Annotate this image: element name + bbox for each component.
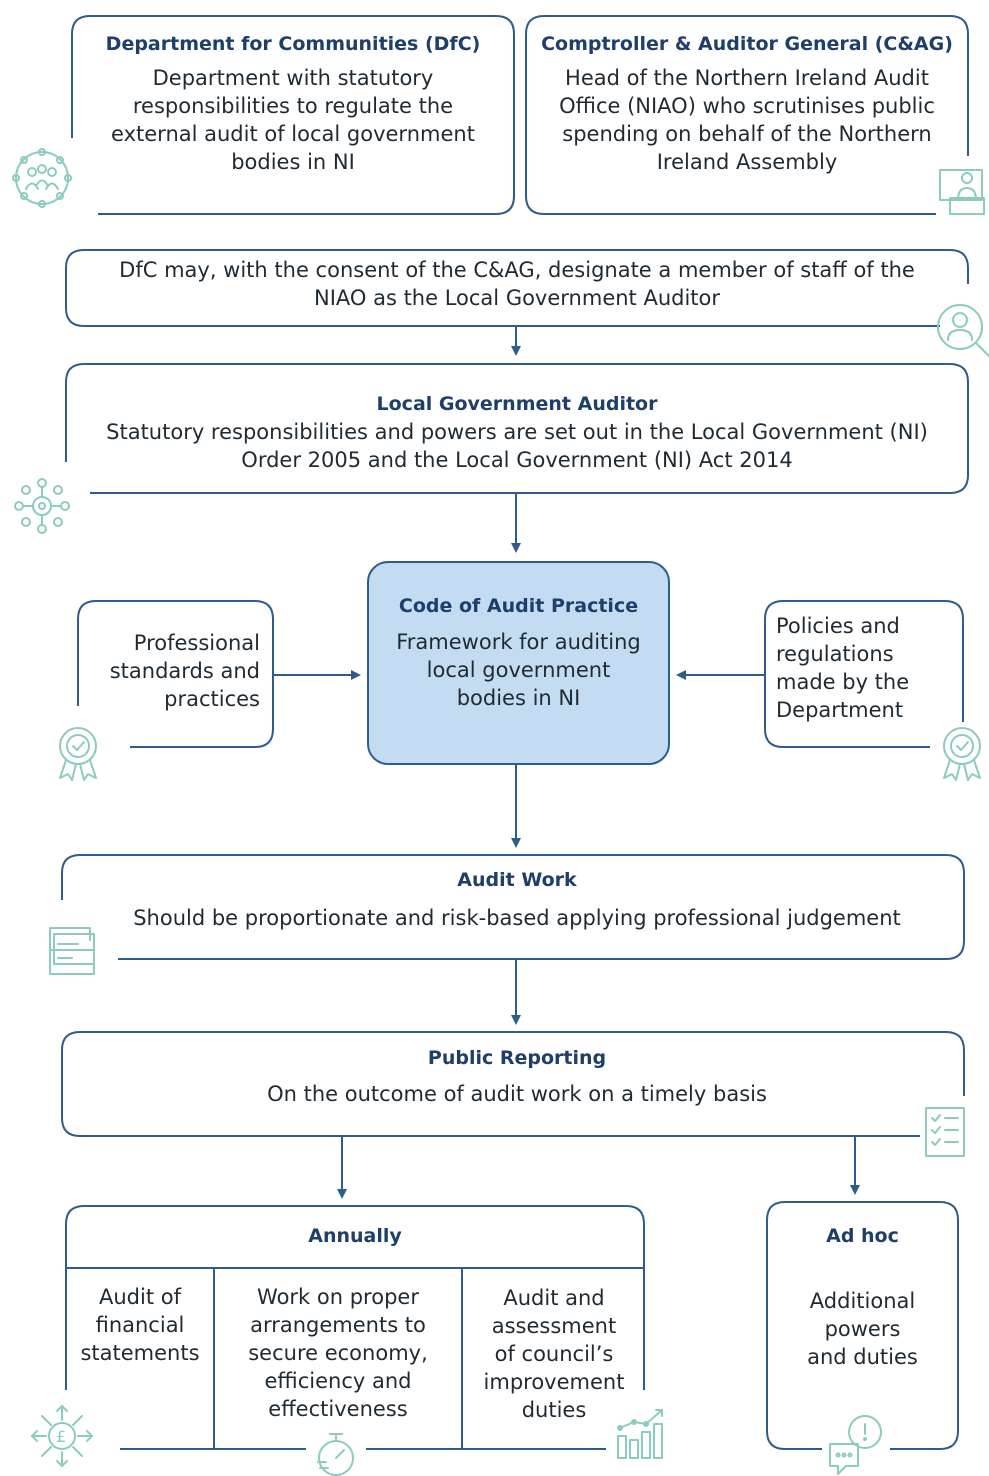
svg-text:£: £ bbox=[56, 1427, 66, 1446]
public-reporting-title: Public Reporting bbox=[427, 1047, 607, 1069]
award-ribbon-icon bbox=[943, 727, 981, 781]
dfc-line: Department with statutory bbox=[152, 66, 434, 90]
lga-title: Local Government Auditor bbox=[376, 393, 658, 415]
annually-col-line: improvement bbox=[483, 1370, 625, 1394]
annually-col-line: efficiency and bbox=[264, 1369, 412, 1393]
public-reporting-description: On the outcome of audit work on a timely… bbox=[267, 1082, 767, 1106]
cag-box: Comptroller & Auditor General (C&AG) Hea… bbox=[527, 30, 967, 176]
annually-title-box: Annually bbox=[68, 1222, 642, 1250]
annually-col-line: statements bbox=[80, 1341, 200, 1365]
dfc-title: Department for Communities (DfC) bbox=[105, 33, 481, 55]
annually-col-improvement: Audit and assessment of council’s improv… bbox=[464, 1284, 644, 1424]
policies-box: Policies and regulations made by the Dep… bbox=[776, 612, 956, 724]
annually-col-line: Audit and bbox=[503, 1286, 605, 1310]
annually-col-line: financial bbox=[95, 1313, 185, 1337]
standards-line: practices bbox=[164, 687, 260, 711]
code-description: Framework for auditing local government … bbox=[370, 628, 667, 712]
cag-description: Head of the Northern Ireland Audit Offic… bbox=[527, 64, 967, 176]
policies-line: Policies and bbox=[776, 614, 900, 638]
audit-work-description: Should be proportionate and risk-based a… bbox=[133, 906, 901, 930]
policies-line: regulations bbox=[776, 642, 894, 666]
code-box bbox=[367, 561, 670, 765]
annually-col-line: assessment bbox=[491, 1314, 617, 1338]
presenter-icon bbox=[939, 169, 985, 215]
adhoc-description: Additional powers and duties bbox=[769, 1287, 956, 1371]
lga-line: Statutory responsibilities and powers ar… bbox=[106, 420, 928, 444]
cag-title: Comptroller & Auditor General (C&AG) bbox=[541, 33, 953, 55]
annually-col-line: secure economy, bbox=[248, 1341, 428, 1365]
policies-line: made by the bbox=[776, 670, 910, 694]
adhoc-line: Additional bbox=[809, 1289, 916, 1313]
lga-description: Statutory responsibilities and powers ar… bbox=[72, 418, 962, 474]
folder-documents-icon bbox=[49, 927, 95, 975]
cag-line: Office (NIAO) who scrutinises public bbox=[559, 94, 935, 118]
code-content: Code of Audit Practice Framework for aud… bbox=[370, 592, 667, 712]
annually-col-line: effectiveness bbox=[268, 1397, 408, 1421]
annually-col-line: of council’s bbox=[494, 1342, 614, 1366]
dfc-line: external audit of local government bbox=[111, 122, 475, 146]
network-eye-icon bbox=[14, 478, 70, 534]
chat-alert-icon bbox=[829, 1415, 882, 1475]
annually-col-line: Work on proper bbox=[257, 1285, 419, 1309]
adhoc-box: Ad hoc Additional powers and duties bbox=[769, 1222, 956, 1371]
dfc-line: responsibilities to regulate the bbox=[132, 94, 454, 118]
code-line: bodies in NI bbox=[456, 686, 581, 710]
designation-line: NIAO as the Local Government Auditor bbox=[313, 286, 721, 310]
growth-chart-icon bbox=[617, 1409, 663, 1459]
public-reporting-box: Public Reporting On the outcome of audit… bbox=[72, 1044, 962, 1108]
people-network-icon bbox=[12, 148, 72, 208]
audit-work-title: Audit Work bbox=[457, 869, 577, 891]
dfc-line: bodies in NI bbox=[231, 150, 355, 174]
cag-line: Ireland Assembly bbox=[656, 150, 838, 174]
stopwatch-icon bbox=[317, 1433, 354, 1476]
lga-box: Local Government Auditor Statutory respo… bbox=[72, 390, 962, 474]
annually-title: Annually bbox=[308, 1225, 402, 1247]
designation-line: DfC may, with the consent of the C&AG, d… bbox=[119, 258, 915, 282]
award-ribbon-icon bbox=[59, 727, 97, 781]
lga-line: Order 2005 and the Local Government (NI)… bbox=[241, 448, 793, 472]
dfc-box: Department for Communities (DfC) Departm… bbox=[80, 30, 506, 176]
standards-line: standards and bbox=[109, 659, 260, 683]
annually-col-line: Audit of bbox=[99, 1285, 181, 1309]
cag-line: Head of the Northern Ireland Audit bbox=[565, 66, 929, 90]
adhoc-line: and duties bbox=[807, 1345, 918, 1369]
code-line: Framework for auditing bbox=[396, 630, 641, 654]
designation-box: DfC may, with the consent of the C&AG, d… bbox=[72, 256, 962, 312]
dfc-description: Department with statutory responsibiliti… bbox=[80, 64, 506, 176]
standards-box: Professional standards and practices bbox=[92, 629, 260, 713]
policies-line: Department bbox=[776, 698, 904, 722]
pound-arrows-icon: £ bbox=[31, 1405, 93, 1467]
annually-col-financial: Audit of financial statements bbox=[68, 1283, 212, 1367]
cag-line: spending on behalf of the Northern bbox=[562, 122, 932, 146]
annually-col-line: duties bbox=[521, 1398, 587, 1422]
annually-col-line: arrangements to bbox=[250, 1313, 426, 1337]
audit-work-box: Audit Work Should be proportionate and r… bbox=[72, 866, 962, 932]
person-search-icon bbox=[937, 304, 989, 357]
standards-line: Professional bbox=[133, 631, 260, 655]
adhoc-title: Ad hoc bbox=[826, 1225, 899, 1247]
dfc-outline bbox=[71, 15, 515, 215]
code-line: local government bbox=[426, 658, 611, 682]
checklist-icon bbox=[925, 1107, 965, 1157]
adhoc-line: powers bbox=[824, 1317, 901, 1341]
annually-col-arrangements: Work on proper arrangements to secure ec… bbox=[216, 1283, 460, 1423]
code-title: Code of Audit Practice bbox=[398, 595, 639, 617]
